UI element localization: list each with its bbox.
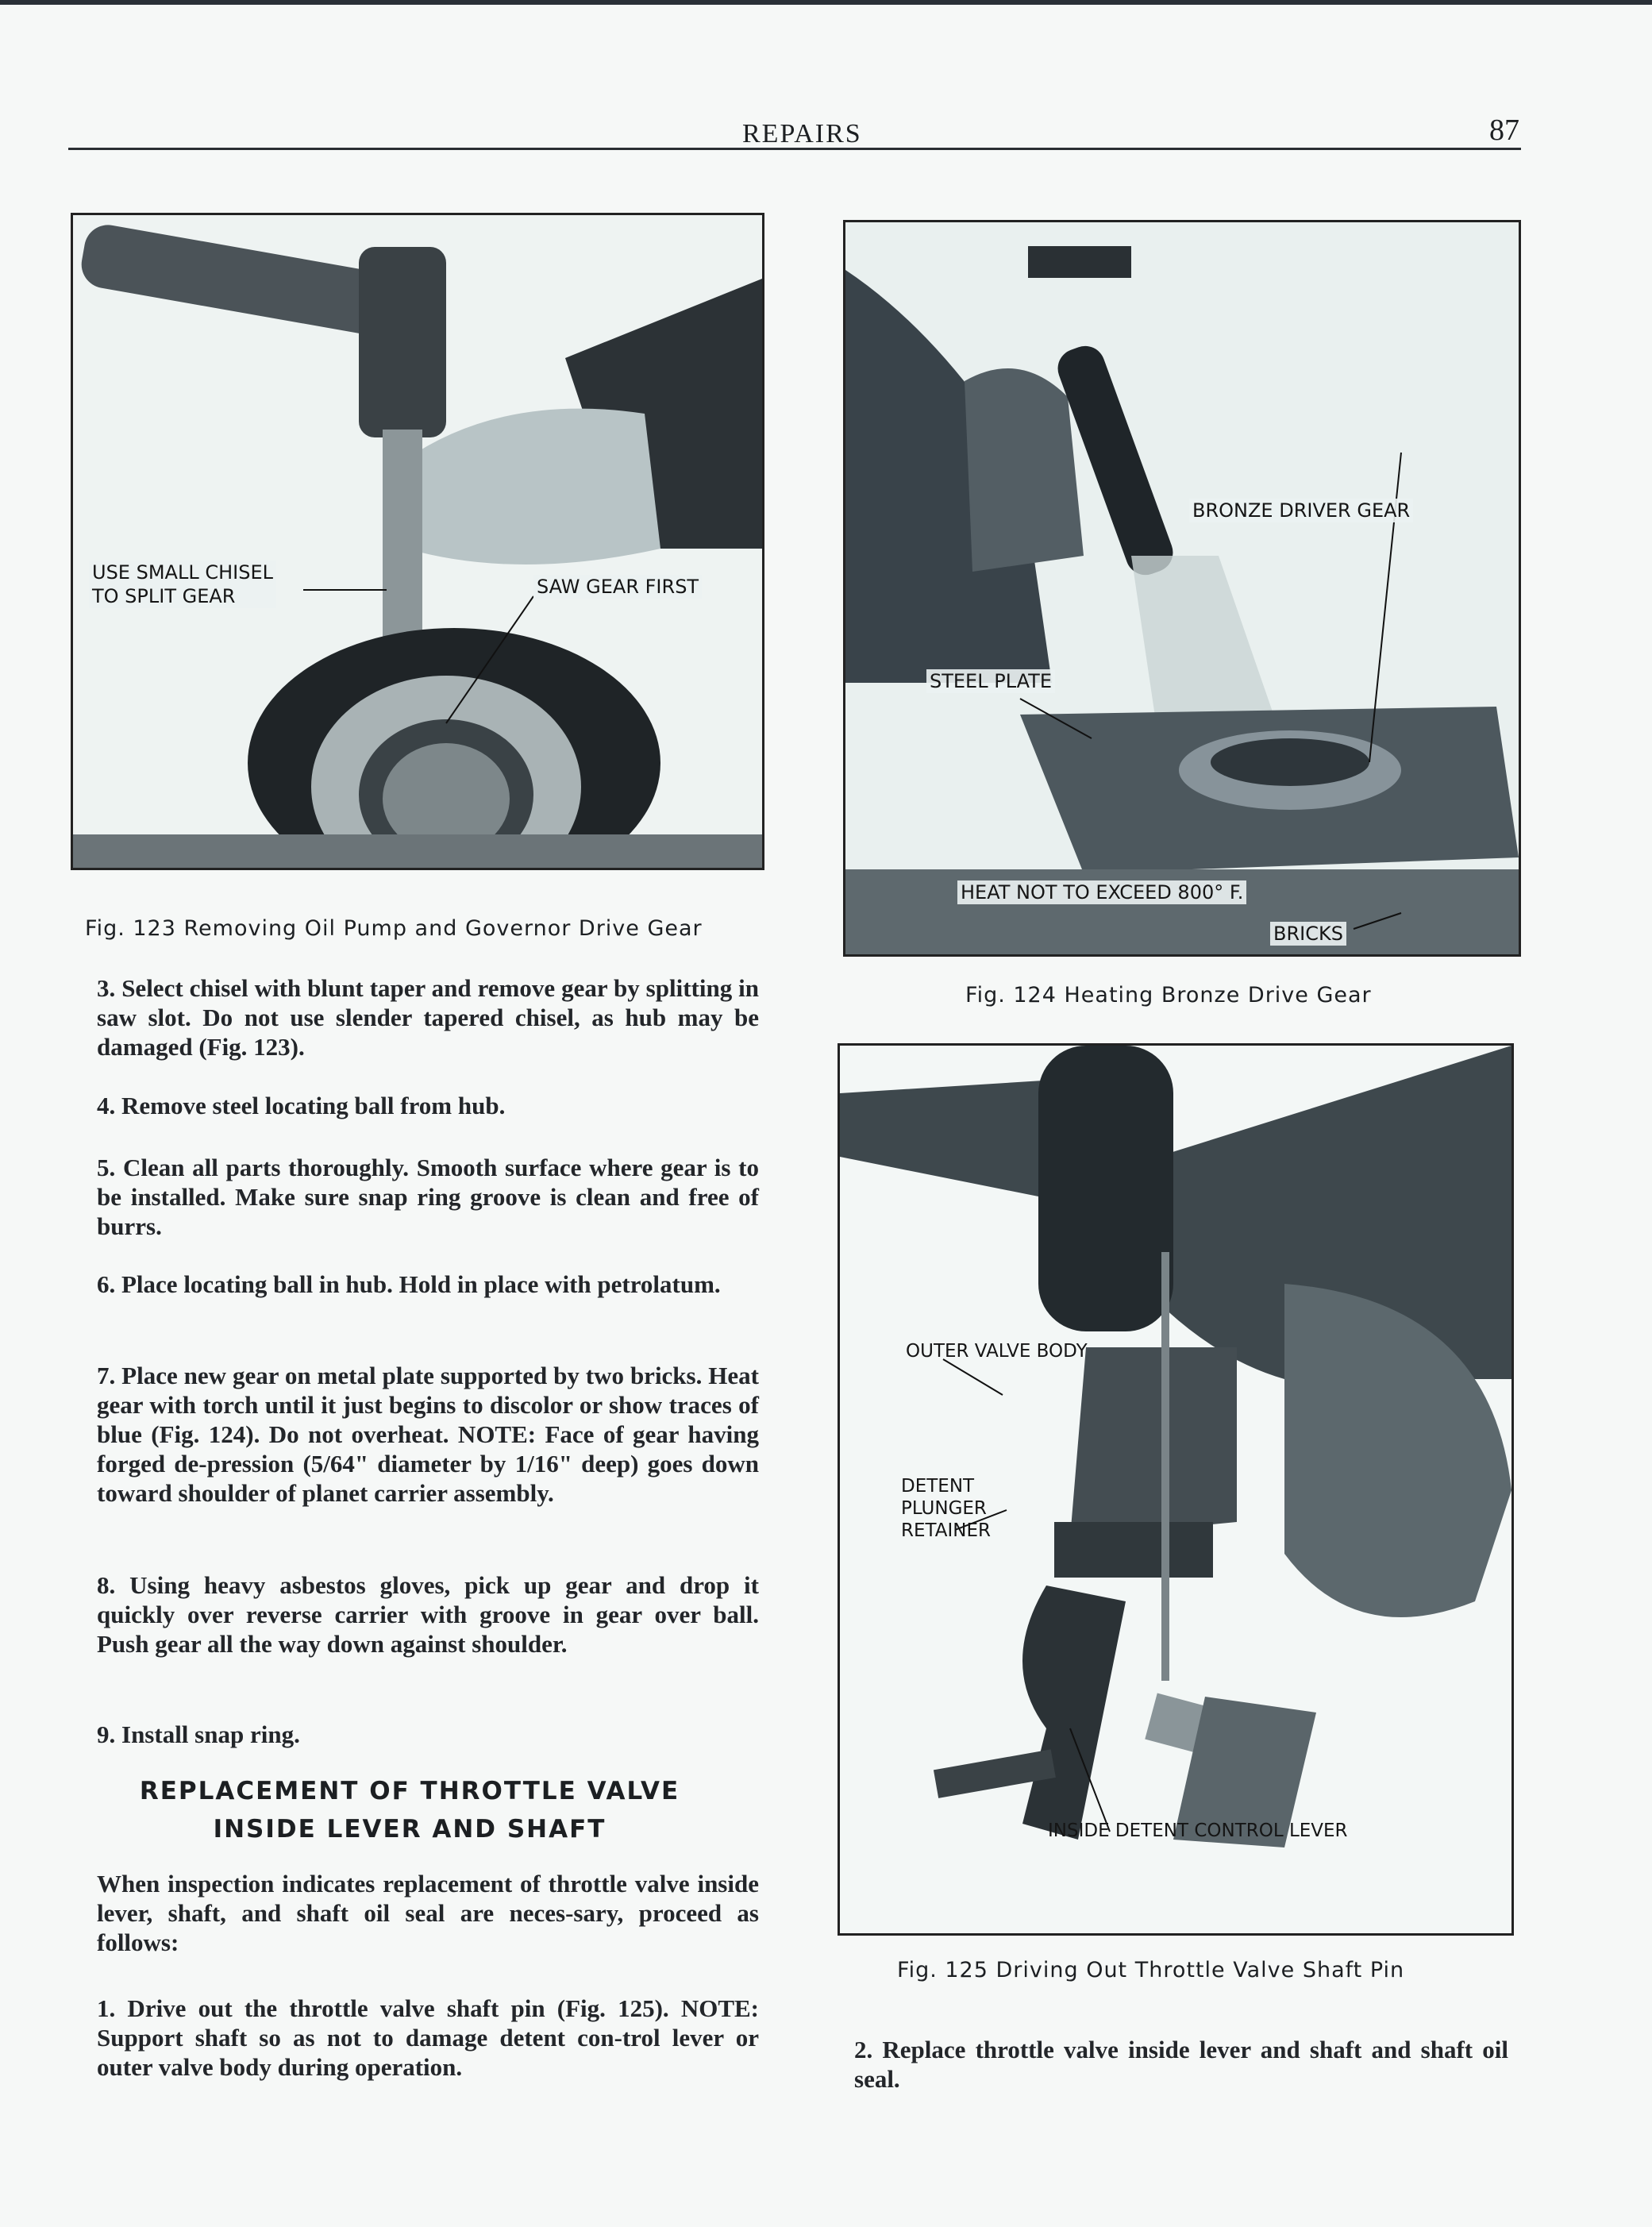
scan-edge xyxy=(0,0,1652,5)
paragraph-step-1: 1. Drive out the throttle valve shaft pi… xyxy=(68,1994,759,2082)
paragraph-step-8: 8. Using heavy asbestos gloves, pick up … xyxy=(68,1570,759,1659)
paragraph-text: 6. Place locating ball in hub. Hold in p… xyxy=(97,1270,721,1298)
label-bronze-driver-gear: BRONZE DRIVER GEAR xyxy=(1189,499,1414,522)
paragraph-step-2: 2. Replace throttle valve inside lever a… xyxy=(826,2035,1508,2094)
paragraph-text: 8. Using heavy asbestos gloves, pick up … xyxy=(97,1571,759,1658)
section-heading: REPLACEMENT OF THROTTLE VALVE INSIDE LEV… xyxy=(68,1772,751,1848)
paragraph-text: 4. Remove steel locating ball from hub. xyxy=(97,1092,506,1119)
paragraph-step-4: 4. Remove steel locating ball from hub. xyxy=(68,1091,759,1120)
paragraph-step-7: 7. Place new gear on metal plate support… xyxy=(68,1361,759,1508)
figure-123-caption: Fig. 123 Removing Oil Pump and Governor … xyxy=(85,916,703,941)
heading-line: INSIDE LEVER AND SHAFT xyxy=(213,1815,607,1844)
paragraph-text: 9. Install snap ring. xyxy=(97,1720,300,1748)
paragraph-text: 3. Select chisel with blunt taper and re… xyxy=(97,974,759,1061)
paragraph-text: 7. Place new gear on metal plate support… xyxy=(97,1362,759,1507)
figure-123-photo xyxy=(71,213,764,870)
paragraph-text: 1. Drive out the throttle valve shaft pi… xyxy=(97,1994,759,2081)
paragraph-intro: When inspection indicates replacement of… xyxy=(68,1869,759,1957)
paragraph-step-9: 9. Install snap ring. xyxy=(68,1720,759,1749)
label-use-small-chisel: USE SMALL CHISEL TO SPLIT GEAR xyxy=(89,561,276,608)
paragraph-text: When inspection indicates replacement of… xyxy=(97,1870,759,1956)
hammer-chisel-gear-illustration xyxy=(73,215,762,868)
figure-125-photo xyxy=(838,1043,1514,1936)
heading-line: REPLACEMENT OF THROTTLE VALVE xyxy=(139,1777,680,1805)
paragraph-step-5: 5. Clean all parts thoroughly. Smooth su… xyxy=(68,1153,759,1241)
label-detent-plunger-retainer: DETENT PLUNGER RETAINER xyxy=(901,1475,991,1542)
header-rule xyxy=(68,148,1521,150)
page-number: 87 xyxy=(1489,114,1519,147)
label-line: RETAINER xyxy=(901,1520,992,1541)
paragraph-text: 2. Replace throttle valve inside lever a… xyxy=(854,2036,1508,2093)
label-line: TO SPLIT GEAR xyxy=(92,585,236,607)
running-title: REPAIRS xyxy=(742,119,862,148)
label-inside-detent-control-lever: INSIDE DETENT CONTROL LEVER xyxy=(1048,1821,1348,1841)
label-heat-limit: HEAT NOT TO EXCEED 800° F. xyxy=(957,880,1247,904)
figure-125-caption: Fig. 125 Driving Out Throttle Valve Shaf… xyxy=(897,1958,1405,1982)
figure-124-caption: Fig. 124 Heating Bronze Drive Gear xyxy=(965,983,1372,1008)
label-line: USE SMALL CHISEL xyxy=(92,561,273,584)
label-line: DETENT xyxy=(901,1476,975,1497)
paragraph-step-3: 3. Select chisel with blunt taper and re… xyxy=(68,973,759,1061)
paragraph-step-6: 6. Place locating ball in hub. Hold in p… xyxy=(68,1270,759,1299)
label-outer-valve-body: OUTER VALVE BODY xyxy=(906,1341,1088,1362)
label-steel-plate: STEEL PLATE xyxy=(926,669,1055,693)
valve-body-illustration xyxy=(840,1046,1511,1933)
paragraph-text: 5. Clean all parts thoroughly. Smooth su… xyxy=(97,1154,759,1240)
label-bricks: BRICKS xyxy=(1270,922,1346,946)
label-saw-gear-first: SAW GEAR FIRST xyxy=(533,575,703,599)
gear-heating-illustration xyxy=(845,222,1519,954)
label-line: PLUNGER xyxy=(901,1498,987,1519)
figure-124-photo xyxy=(843,220,1521,957)
